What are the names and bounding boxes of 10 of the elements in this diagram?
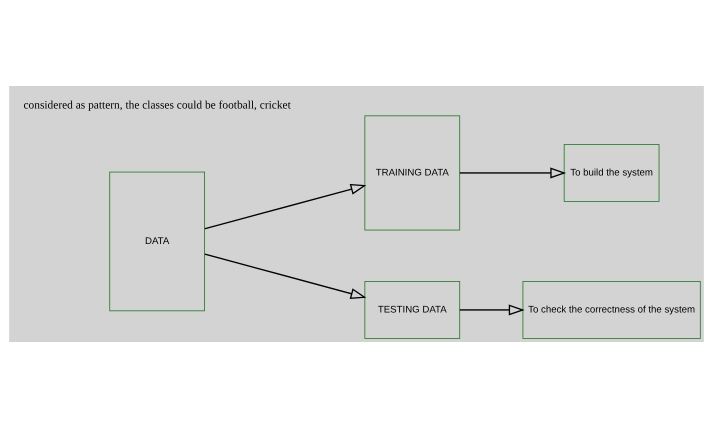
arrow	[460, 304, 525, 316]
node-box: DATA	[109, 172, 205, 312]
arrow	[204, 253, 366, 299]
arrow	[460, 167, 566, 178]
node-box: To check the correctness of the system	[522, 280, 701, 339]
node-box: TESTING DATA	[364, 280, 460, 339]
arrow	[204, 184, 366, 230]
node-box: To build the system	[564, 144, 660, 202]
node-box: TRAINING DATA	[364, 115, 460, 230]
label: considered as pattern, the classes could be football, cricket	[23, 99, 291, 112]
